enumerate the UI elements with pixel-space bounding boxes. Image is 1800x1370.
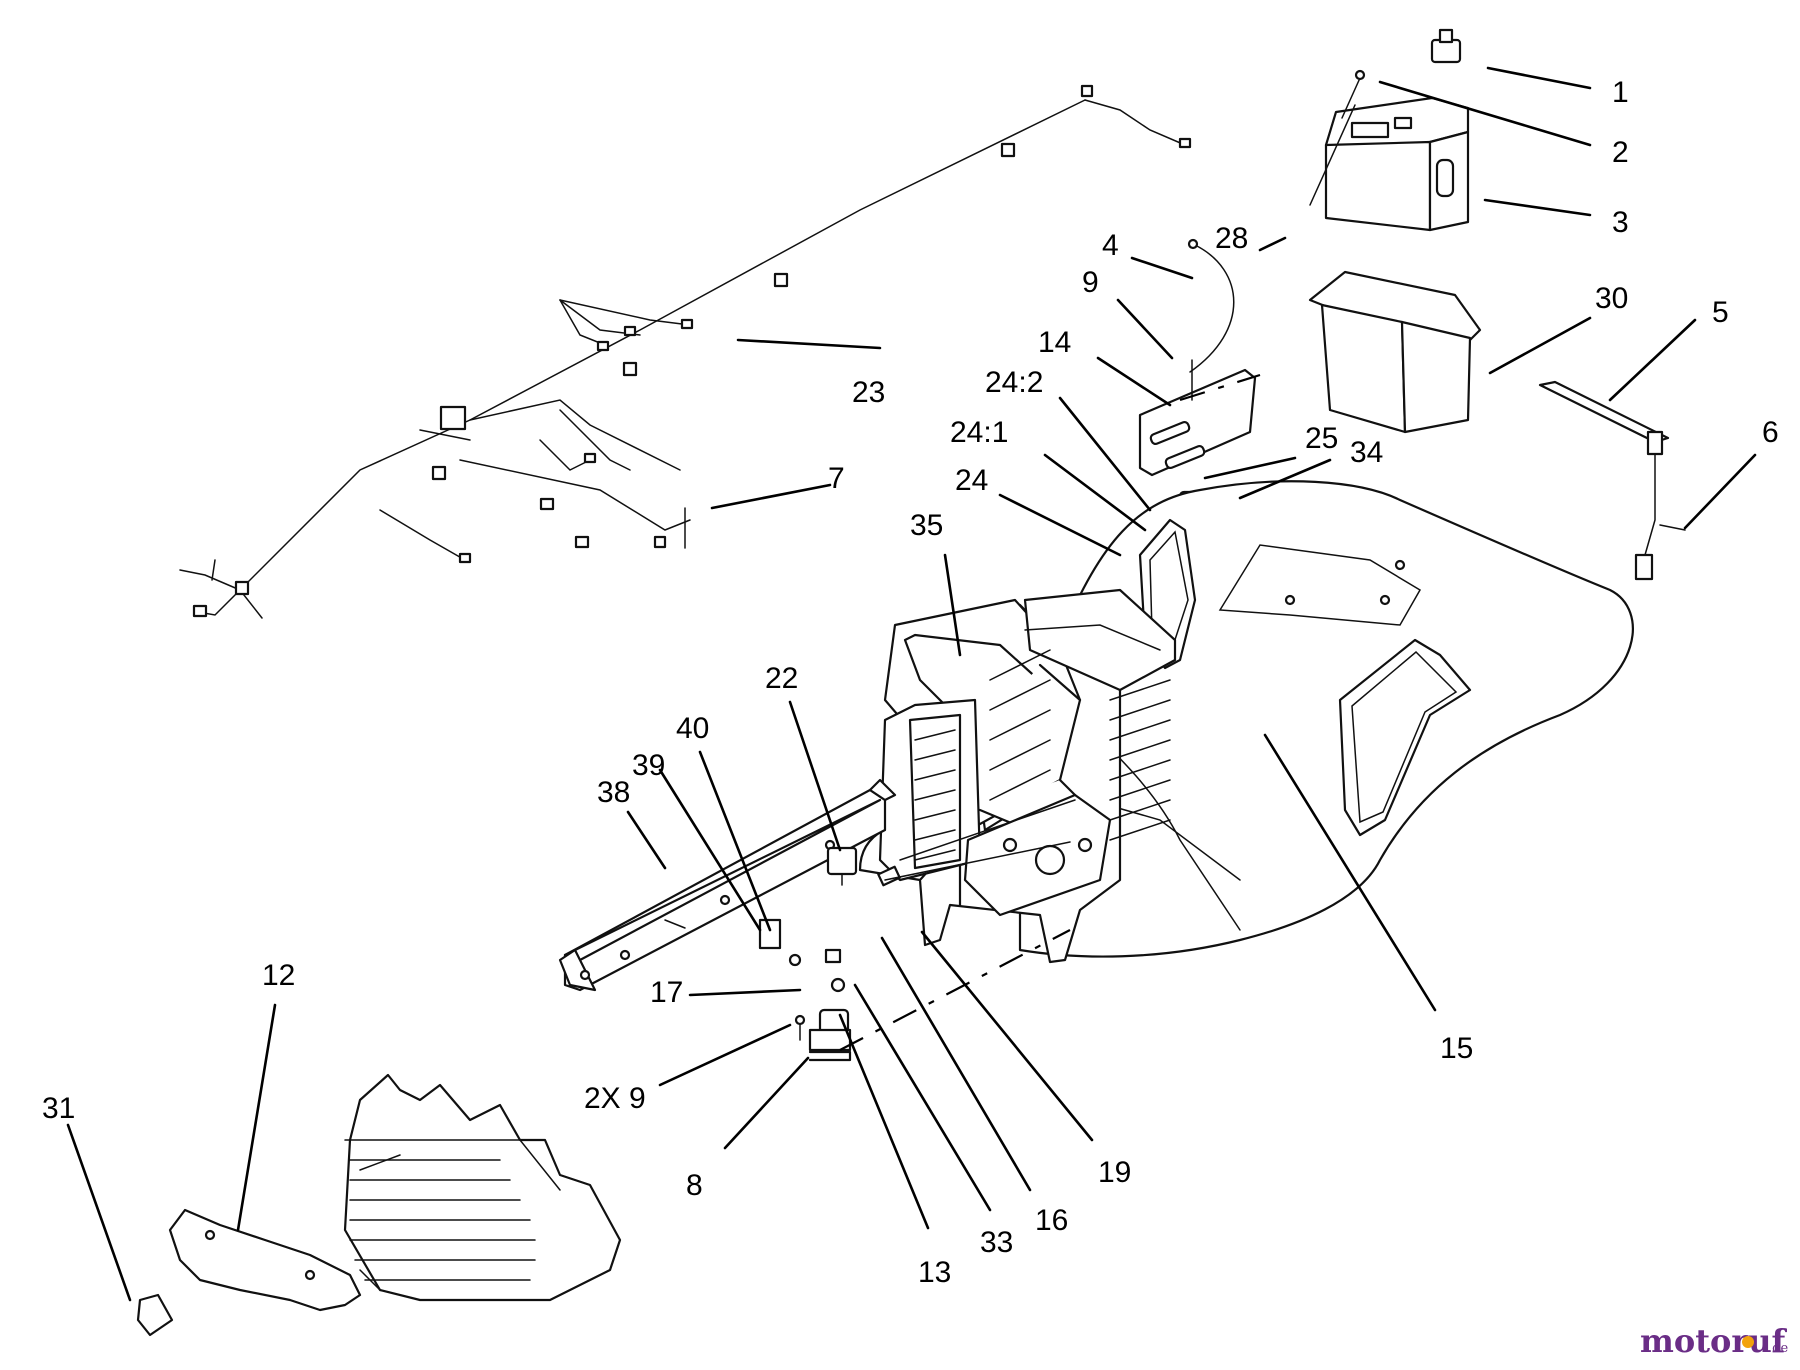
callout-28: 28 xyxy=(1215,222,1248,255)
battery-tray xyxy=(1308,270,1482,434)
watermark-logo: motoruf .de xyxy=(1640,1322,1788,1360)
callout-17: 17 xyxy=(650,976,683,1009)
callout-4: 4 xyxy=(1102,229,1119,262)
mounting-plate xyxy=(1138,359,1261,477)
grille-hood xyxy=(343,1073,622,1302)
callout-15: 15 xyxy=(1440,1032,1473,1065)
leader-lines xyxy=(66,66,1757,1302)
watermark-suffix: .de xyxy=(1768,1341,1788,1356)
callout-12: 12 xyxy=(262,959,295,992)
callout-24-1: 24:1 xyxy=(950,416,1008,449)
fuse-block xyxy=(664,918,802,967)
hood-support xyxy=(878,698,982,882)
callout-24-2: 24:2 xyxy=(985,366,1043,399)
callout-13: 13 xyxy=(918,1256,951,1289)
callout-1: 1 xyxy=(1612,76,1629,109)
callout-2: 2 xyxy=(1612,136,1629,169)
callout-23: 23 xyxy=(852,376,885,409)
callout-labels: 1 2 3 28 30 5 4 9 14 24:2 24:1 25 34 24 … xyxy=(42,76,1779,1289)
callout-5: 5 xyxy=(1712,296,1729,329)
callout-9: 9 xyxy=(1082,266,1099,299)
callout-31: 31 xyxy=(42,1092,75,1125)
callout-14: 14 xyxy=(1038,326,1071,359)
callout-8: 8 xyxy=(686,1169,703,1202)
watermark-text: motoruf xyxy=(1640,1322,1787,1360)
watermark-dot xyxy=(1742,1336,1754,1348)
callout-16: 16 xyxy=(1035,1204,1068,1237)
battery xyxy=(1309,69,1470,232)
fender-body xyxy=(1018,480,1634,958)
frame-rail xyxy=(558,778,897,992)
callout-35: 35 xyxy=(910,509,943,542)
callout-33: 33 xyxy=(980,1226,1013,1259)
front-bumper xyxy=(168,1208,362,1312)
callout-22: 22 xyxy=(765,662,798,695)
callout-19: 19 xyxy=(1098,1156,1131,1189)
callout-39: 39 xyxy=(632,749,665,782)
callout-6: 6 xyxy=(1762,416,1779,449)
wiring-harness xyxy=(179,84,1192,619)
hold-down-bracket xyxy=(1538,380,1686,581)
battery-cable xyxy=(1187,238,1235,373)
emblem xyxy=(136,1293,174,1337)
callout-34: 34 xyxy=(1350,436,1383,469)
callout-30: 30 xyxy=(1595,282,1628,315)
callout-2x9: 2X 9 xyxy=(584,1082,646,1115)
starter-solenoid xyxy=(794,948,852,1062)
callout-24: 24 xyxy=(955,464,988,497)
alignment-line xyxy=(839,929,1071,1051)
callout-38: 38 xyxy=(597,776,630,809)
callout-7: 7 xyxy=(828,462,845,495)
fuse-cap xyxy=(1430,28,1462,64)
wire-connector xyxy=(877,799,1076,887)
callout-25: 25 xyxy=(1305,422,1338,455)
callout-40: 40 xyxy=(676,712,709,745)
callout-3: 3 xyxy=(1612,206,1629,239)
relay xyxy=(826,846,858,886)
